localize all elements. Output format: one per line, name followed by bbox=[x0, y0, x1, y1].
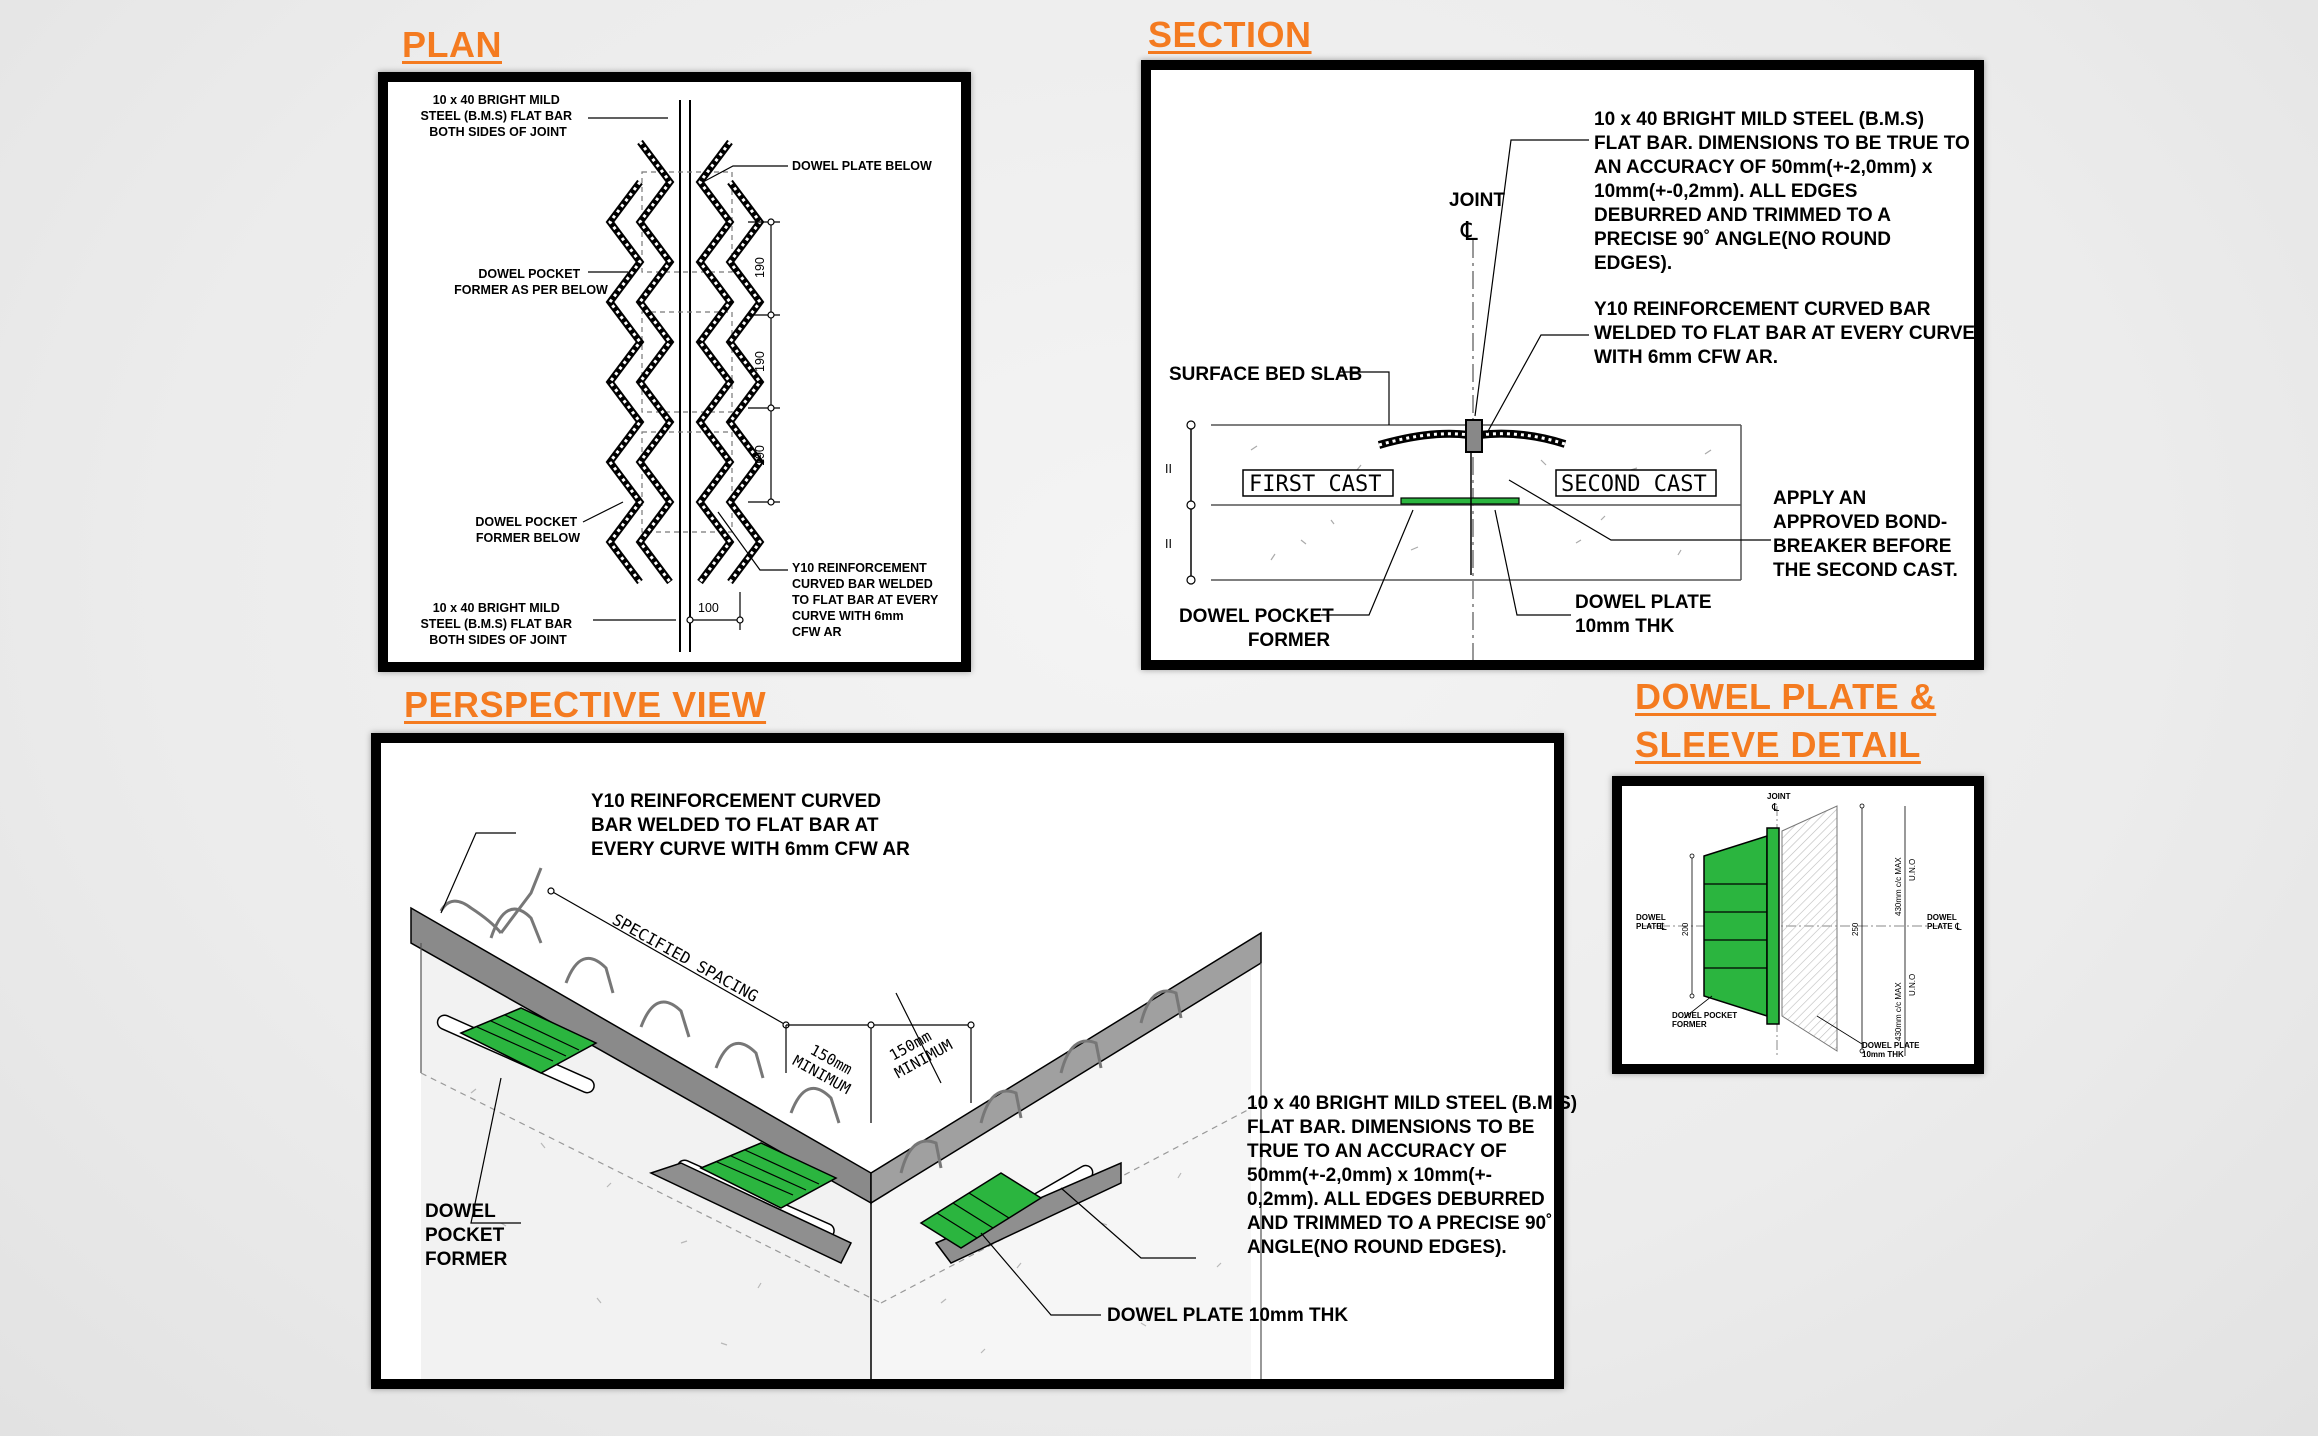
section-joint-label: JOINT bbox=[1449, 190, 1505, 211]
section-label-dowel-plate: DOWEL PLATE 10mm THK bbox=[1575, 592, 1717, 637]
perspective-drawing: SPECIFIED SPACING 150mm MINIMUM 150mm MI… bbox=[410, 791, 1577, 1379]
detail-dowel-plate-thk: DOWEL PLATE 10mm THK bbox=[1862, 1041, 1922, 1059]
section-label-surface-bed: SURFACE BED SLAB bbox=[1169, 364, 1362, 385]
detail-joint-label: JOINT bbox=[1767, 792, 1791, 801]
section-curved-bar bbox=[1377, 429, 1567, 449]
section-second-cast: SECOND CAST bbox=[1561, 472, 1707, 497]
section-drawing: II II FIRST CAST SECOND CAST JOINT ℄ bbox=[1165, 109, 1975, 660]
section-label-bond-breaker: APPLY AN APPROVED BOND- BREAKER BEFORE T… bbox=[1773, 488, 1958, 581]
perspective-label-reinforcement: Y10 REINFORCEMENT CURVED BAR WELDED TO F… bbox=[591, 791, 910, 860]
detail-heading-line1: DOWEL PLATE & bbox=[1635, 676, 1937, 717]
perspective-panel: SPECIFIED SPACING 150mm MINIMUM 150mm MI… bbox=[371, 733, 1577, 1389]
section-dowel-plate bbox=[1400, 497, 1520, 505]
plan-reinforcement-bars bbox=[605, 139, 765, 585]
detail-centerline-symbol: ℄ bbox=[1771, 801, 1779, 814]
perspective-spacing-label: SPECIFIED SPACING bbox=[609, 910, 761, 1006]
detail-sleeve bbox=[1781, 805, 1838, 1052]
perspective-label-flat-bar: 10 x 40 BRIGHT MILD STEEL (B.M.S) FLAT B… bbox=[1247, 1093, 1582, 1258]
detail-dowel-plate-left: DOWEL PLATE bbox=[1636, 913, 1668, 931]
plan-label-flat-bar-bottom: 10 x 40 BRIGHT MILD STEEL (B.M.S) FLAT B… bbox=[420, 601, 575, 647]
detail-spacing-bottom: 430mm c/c MAX bbox=[1894, 982, 1903, 1041]
plan-label-pocket-former-as-per: DOWEL POCKET FORMER AS PER BELOW bbox=[454, 267, 608, 297]
plan-label-flat-bar-top: 10 x 40 BRIGHT MILD STEEL (B.M.S) FLAT B… bbox=[420, 93, 575, 139]
detail-drawing: 200 250 430mm c/c MAX 430mm c/c MAX U.N.… bbox=[1636, 792, 1962, 1059]
perspective-dowel-plate-2 bbox=[648, 1142, 853, 1264]
section-centerline-symbol: ℄ bbox=[1460, 217, 1478, 247]
plan-label-reinforcement: Y10 REINFORCEMENT CURVED BAR WELDED TO F… bbox=[792, 561, 942, 639]
section-equal-mark-2: II bbox=[1165, 537, 1172, 551]
perspective-dowel-plate-1 bbox=[436, 1007, 598, 1094]
plan-dim-2: 190 bbox=[753, 351, 767, 372]
plan-dim-3: 190 bbox=[753, 445, 767, 466]
perspective-heading: PERSPECTIVE VIEW bbox=[404, 684, 767, 725]
section-equal-mark-1: II bbox=[1165, 462, 1172, 476]
detail-heading-line2: SLEEVE DETAIL bbox=[1635, 724, 1921, 765]
detail-pocket-former bbox=[1703, 827, 1780, 1025]
plan-label-dowel-plate-below: DOWEL PLATE BELOW bbox=[792, 159, 932, 173]
detail-uno-bottom: U.N.O bbox=[1908, 974, 1917, 996]
perspective-dowel-plate-3 bbox=[919, 1161, 1122, 1264]
section-heading: SECTION bbox=[1148, 14, 1312, 55]
detail-uno-top: U.N.O bbox=[1908, 859, 1917, 881]
section-panel: II II FIRST CAST SECOND CAST JOINT ℄ bbox=[1141, 60, 1984, 670]
plan-heading: PLAN bbox=[402, 24, 502, 65]
section-label-flat-bar: 10 x 40 BRIGHT MILD STEEL (B.M.S) FLAT B… bbox=[1594, 109, 1975, 274]
detail-spacing-top: 430mm c/c MAX bbox=[1894, 857, 1903, 916]
perspective-label-pocket-former: DOWEL POCKET FORMER bbox=[425, 1201, 509, 1270]
perspective-label-dowel-plate: DOWEL PLATE 10mm THK bbox=[1107, 1305, 1348, 1326]
plan-dim-width: 100 bbox=[698, 601, 719, 615]
perspective-min-1: 150mm MINIMUM bbox=[790, 1036, 864, 1099]
detail-panel: 200 250 430mm c/c MAX 430mm c/c MAX U.N.… bbox=[1612, 776, 1984, 1074]
plan-drawing: 190 190 190 100 10 x 40 BRIGHT MILD STEE… bbox=[420, 93, 942, 652]
section-label-reinforcement: Y10 REINFORCEMENT CURVED BAR WELDED TO F… bbox=[1594, 299, 1980, 368]
detail-dim-250: 250 bbox=[1851, 922, 1860, 936]
detail-centerline-right: ℄ bbox=[1954, 922, 1962, 933]
detail-centerline-left: ℄ bbox=[1659, 922, 1667, 933]
detail-pocket-former-label: DOWEL POCKET FORMER bbox=[1672, 1011, 1739, 1029]
perspective-min-2: 150mm MINIMUM bbox=[883, 1020, 956, 1082]
plan-label-pocket-former-below: DOWEL POCKET FORMER BELOW bbox=[475, 515, 580, 545]
detail-dowel-plate-right: DOWEL PLATE bbox=[1927, 913, 1959, 931]
section-label-pocket-former: DOWEL POCKET FORMER bbox=[1179, 606, 1339, 651]
section-first-cast: FIRST CAST bbox=[1249, 472, 1381, 497]
plan-panel: 190 190 190 100 10 x 40 BRIGHT MILD STEE… bbox=[378, 72, 971, 672]
plan-dim-1: 190 bbox=[753, 257, 767, 278]
detail-dim-200: 200 bbox=[1681, 922, 1690, 936]
section-flat-bar bbox=[1465, 419, 1483, 453]
